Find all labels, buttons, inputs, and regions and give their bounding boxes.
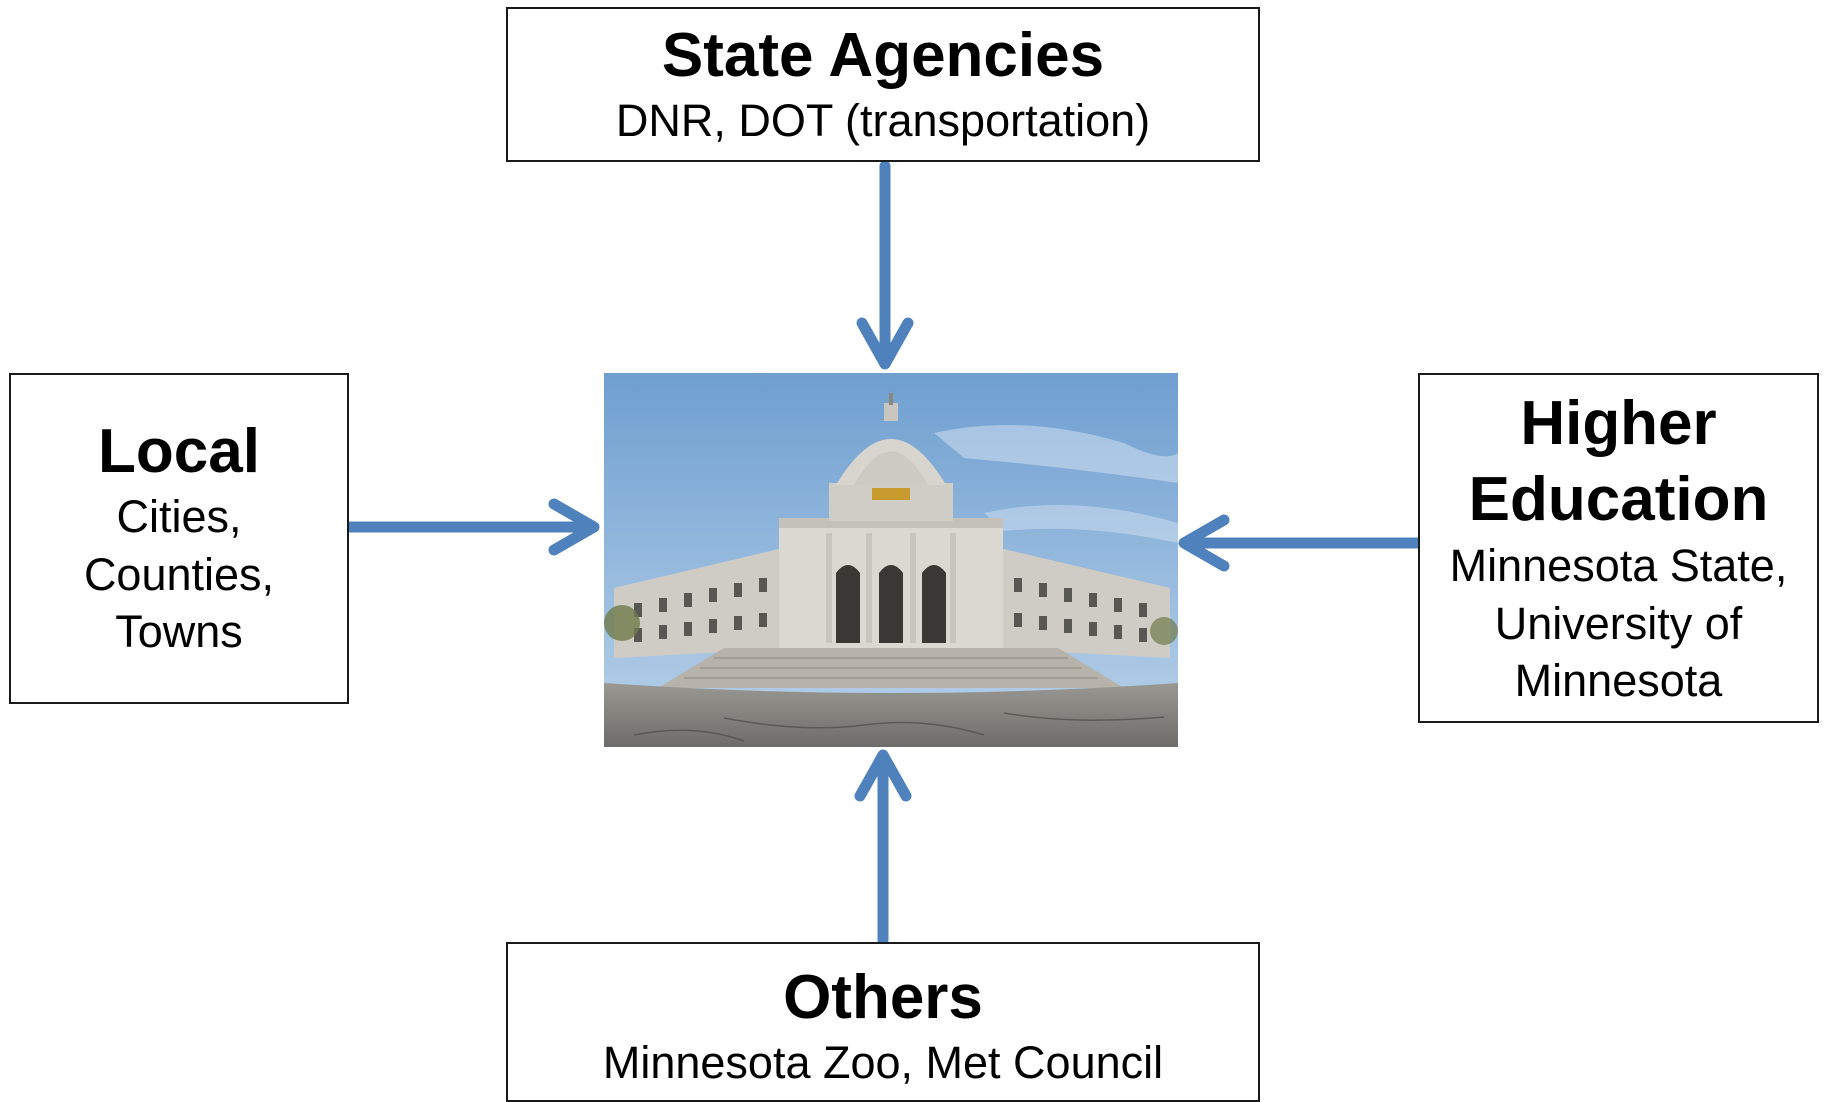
higher-education-box: Higher Education Minnesota State, Univer…: [1418, 373, 1819, 723]
arrow-local-to-center: [344, 498, 600, 556]
arrow-higher-to-center: [1178, 514, 1424, 572]
higher-education-subtitle: Minnesota State, University of Minnesota: [1449, 540, 1788, 707]
others-title: Others: [783, 963, 983, 1032]
others-box: Others Minnesota Zoo, Met Council: [506, 942, 1260, 1102]
local-subtitle: Cities, Counties, Towns: [83, 491, 275, 658]
state-agencies-subtitle: DNR, DOT (transportation): [615, 94, 1151, 146]
higher-education-title: Higher Education: [1468, 388, 1769, 534]
others-subtitle: Minnesota Zoo, Met Council: [602, 1036, 1164, 1088]
state-agencies-box: State Agencies DNR, DOT (transportation): [506, 7, 1260, 162]
arrow-others-to-center: [854, 749, 912, 946]
state-agencies-title: State Agencies: [661, 20, 1105, 90]
local-box: Local Cities, Counties, Towns: [9, 373, 349, 704]
local-title: Local: [98, 417, 260, 487]
capitol-building-photo: [604, 373, 1178, 747]
arrow-state-to-center: [856, 160, 914, 370]
